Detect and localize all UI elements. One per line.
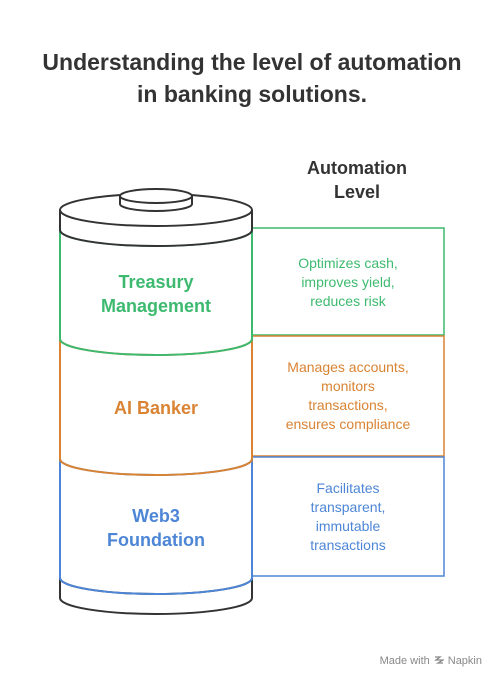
treasury-label-line-2: Management xyxy=(100,296,212,316)
footer-attribution: Made with Napkin xyxy=(380,654,482,668)
treasury-description-line-2: improves yield, xyxy=(301,274,395,290)
ai-banker-label: AI Banker xyxy=(60,396,252,420)
web3-description-line-3: immutable xyxy=(315,518,381,534)
ai-banker-description: Manages accounts, monitors transactions,… xyxy=(252,358,444,434)
web3-description-line-4: transactions xyxy=(310,537,386,553)
napkin-brand-text: Napkin xyxy=(447,655,482,667)
treasury-label: Treasury Management xyxy=(60,270,252,318)
web3-description-line-2: transparent, xyxy=(310,499,386,515)
ai-banker-description-line-4: ensures compliance xyxy=(285,416,411,432)
treasury-description-line-3: reduces risk xyxy=(310,293,386,309)
title-line-1: Understanding the level of automation xyxy=(42,49,462,75)
axis-label-line-1: Automation xyxy=(307,158,407,178)
web3-label: Web3 Foundation xyxy=(60,504,252,552)
treasury-description: Optimizes cash, improves yield, reduces … xyxy=(252,254,444,311)
ai-banker-label-line-1: AI Banker xyxy=(113,398,199,418)
ai-banker-description-line-2: monitors xyxy=(321,378,375,394)
web3-description-line-1: Facilitates xyxy=(316,480,380,496)
napkin-logo-icon xyxy=(433,654,446,668)
web3-label-line-1: Web3 xyxy=(132,506,180,526)
axis-label: Automation Level xyxy=(280,156,434,204)
ai-banker-description-line-1: Manages accounts, xyxy=(287,359,409,375)
web3-description: Facilitates transparent, immutable trans… xyxy=(252,479,444,555)
title-line-2: in banking solutions. xyxy=(137,81,367,107)
treasury-label-line-1: Treasury xyxy=(118,272,194,292)
treasury-description-line-1: Optimizes cash, xyxy=(298,255,398,271)
made-with-text: Made with xyxy=(379,655,430,667)
web3-label-line-2: Foundation xyxy=(107,530,205,550)
ai-banker-description-line-3: transactions, xyxy=(308,397,388,413)
axis-label-line-2: Level xyxy=(333,182,381,202)
cylinder-base xyxy=(59,578,253,615)
cylinder-cap xyxy=(119,188,193,204)
page-title: Understanding the level of automation in… xyxy=(0,46,504,110)
